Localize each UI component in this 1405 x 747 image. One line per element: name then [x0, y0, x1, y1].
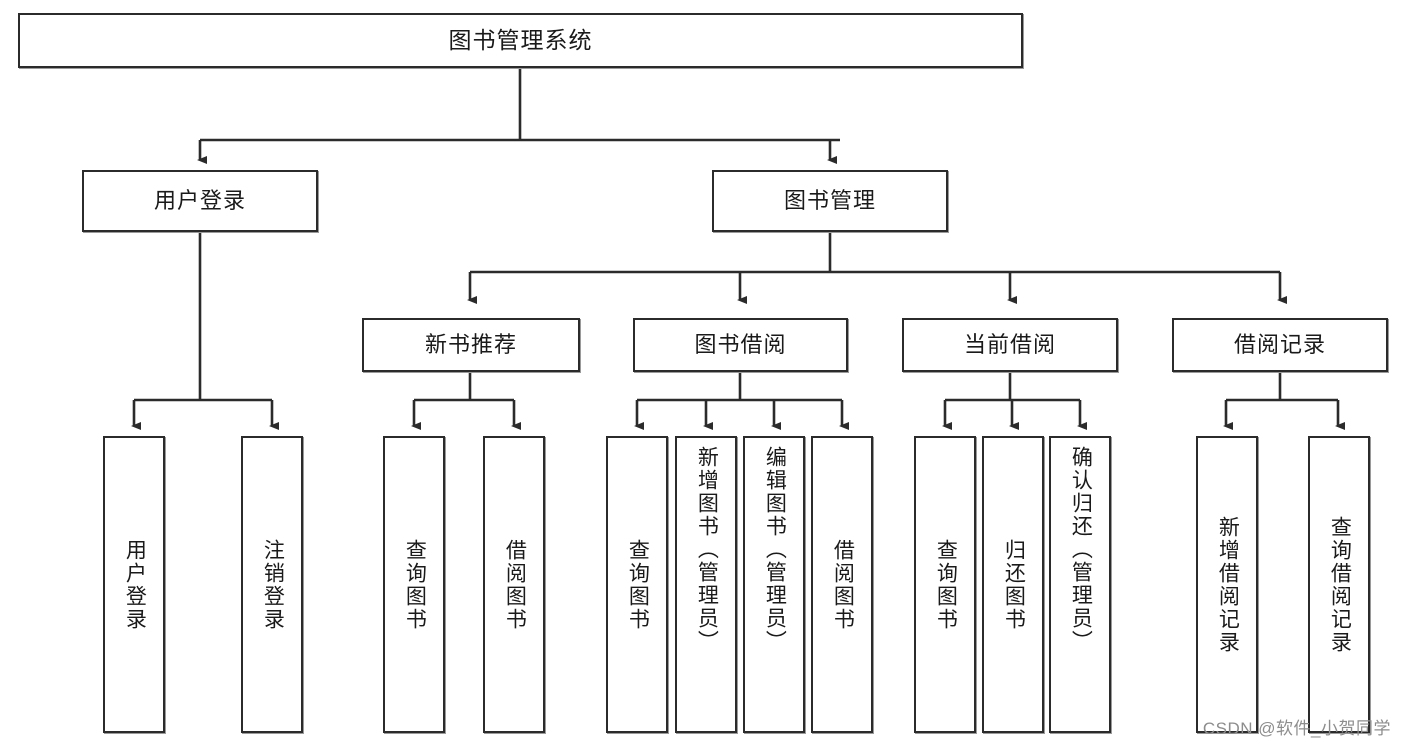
leaf-borrow-book-2-label: 借阅图书	[831, 538, 855, 631]
leaf-add-book-admin-label: 新增图书（管理员）	[695, 446, 719, 653]
leaf-logout-label: 注销登录	[261, 538, 285, 631]
leaf-borrow-book-1-label: 借阅图书	[503, 538, 527, 631]
leaf-edit-book-admin-label: 编辑图书（管理员）	[763, 446, 787, 653]
node-borrow-record-label: 借阅记录	[1233, 331, 1326, 357]
leaf-query-borrow-record-label: 查询借阅记录	[1328, 515, 1352, 654]
leaf-query-borrow-record[interactable]: 查询借阅记录	[1308, 436, 1370, 733]
node-current-borrow-label: 当前借阅	[963, 331, 1056, 357]
node-new-book-recommend[interactable]: 新书推荐	[362, 318, 580, 372]
leaf-user-login-label: 用户登录	[123, 538, 147, 631]
node-book-manage[interactable]: 图书管理	[712, 170, 948, 232]
leaf-query-book-3-label: 查询图书	[934, 538, 958, 631]
node-current-borrow[interactable]: 当前借阅	[902, 318, 1118, 372]
node-book-borrow[interactable]: 图书借阅	[633, 318, 848, 372]
leaf-borrow-book-2[interactable]: 借阅图书	[811, 436, 873, 733]
leaf-confirm-return-admin-label: 确认归还（管理员）	[1069, 446, 1093, 653]
csdn-watermark: CSDN @软件_小贺同学	[1202, 719, 1391, 738]
node-borrow-record[interactable]: 借阅记录	[1172, 318, 1388, 372]
node-root-system-label: 图书管理系统	[448, 26, 593, 53]
leaf-query-book-1-label: 查询图书	[403, 538, 427, 631]
leaf-borrow-book-1[interactable]: 借阅图书	[483, 436, 545, 733]
leaf-add-book-admin[interactable]: 新增图书（管理员）	[675, 436, 737, 733]
leaf-edit-book-admin[interactable]: 编辑图书（管理员）	[743, 436, 805, 733]
node-user-login[interactable]: 用户登录	[82, 170, 318, 232]
leaf-query-book-3[interactable]: 查询图书	[914, 436, 976, 733]
node-book-borrow-label: 图书借阅	[694, 331, 787, 357]
node-user-login-label: 用户登录	[153, 187, 246, 213]
leaf-return-book-label: 归还图书	[1002, 538, 1026, 631]
leaf-user-login[interactable]: 用户登录	[103, 436, 165, 733]
node-root-system[interactable]: 图书管理系统	[18, 13, 1023, 68]
leaf-logout[interactable]: 注销登录	[241, 436, 303, 733]
leaf-query-book-2[interactable]: 查询图书	[606, 436, 668, 733]
node-book-manage-label: 图书管理	[783, 187, 876, 213]
leaf-return-book[interactable]: 归还图书	[982, 436, 1044, 733]
leaf-add-borrow-record[interactable]: 新增借阅记录	[1196, 436, 1258, 733]
leaf-confirm-return-admin[interactable]: 确认归还（管理员）	[1049, 436, 1111, 733]
leaf-add-borrow-record-label: 新增借阅记录	[1216, 515, 1240, 654]
node-new-book-recommend-label: 新书推荐	[424, 331, 517, 357]
leaf-query-book-2-label: 查询图书	[626, 538, 650, 631]
leaf-query-book-1[interactable]: 查询图书	[383, 436, 445, 733]
